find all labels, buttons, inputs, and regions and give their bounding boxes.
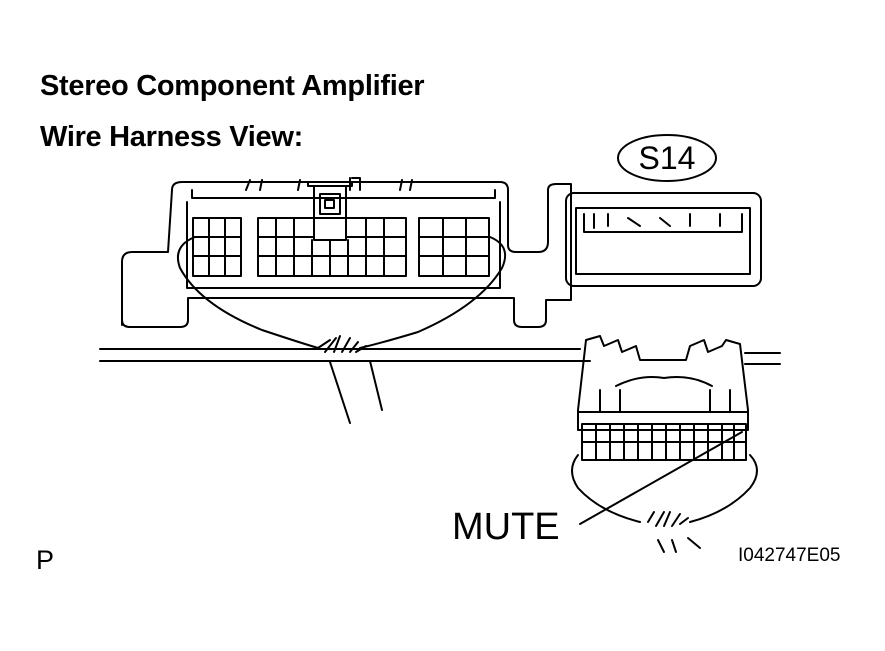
page-letter: P: [36, 545, 55, 575]
left-harness-bundle: [176, 236, 506, 424]
figure-id: I042747E05: [738, 545, 841, 566]
connector-code-label: S14: [638, 140, 696, 176]
panel-edge-line: [99, 348, 781, 365]
mating-connector-terminals: [581, 423, 747, 461]
mute-leader-line: [579, 431, 743, 525]
mating-harness-bundle: [571, 454, 758, 553]
left-connector-housing: [121, 177, 572, 328]
mating-connector-housing: [577, 335, 749, 431]
diagram-subtitle: Wire Harness View:: [40, 121, 303, 153]
s14-connector-housing: [565, 192, 762, 287]
diagram-title: Stereo Component Amplifier: [40, 70, 425, 102]
mute-terminal-label: MUTE: [452, 506, 560, 548]
left-connector-terminals: [192, 217, 490, 277]
connector-code-oval: [617, 134, 717, 182]
